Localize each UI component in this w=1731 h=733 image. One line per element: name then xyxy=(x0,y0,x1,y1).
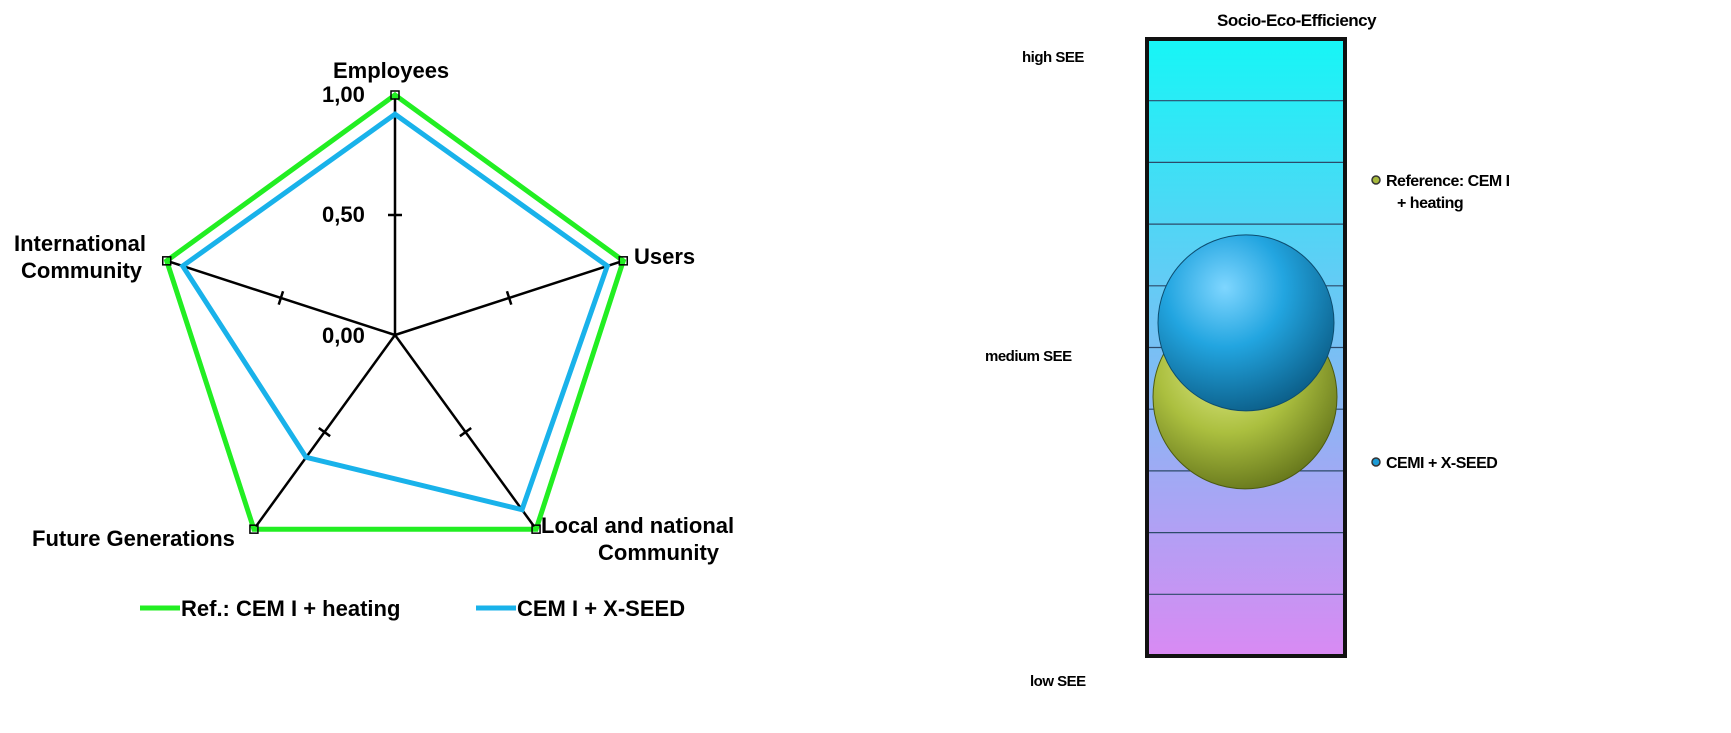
radar-series-0 xyxy=(163,91,627,532)
axis-label-users: Users xyxy=(634,244,695,269)
tick-label-0.5: 0,50 xyxy=(322,202,365,227)
see-title: Socio-Eco-Efficiency xyxy=(1217,11,1377,30)
bubble-xseed xyxy=(1157,234,1335,412)
axis-label-local-2: Community xyxy=(598,540,720,565)
tick-label-0: 0,00 xyxy=(322,323,365,348)
radar-vertex-marker-0 xyxy=(390,90,400,100)
radar-series-1 xyxy=(179,111,611,513)
radar-legend: Ref.: CEM I + heating CEM I + X-SEED xyxy=(140,596,685,621)
radar-axis-tick-3 xyxy=(318,426,331,438)
legend-marker-xseed xyxy=(1371,457,1381,467)
radar-axis-tick-2 xyxy=(459,426,472,438)
axis-label-intl-1: International xyxy=(14,231,146,256)
radar-vertex-marker-4 xyxy=(161,256,172,266)
radar-vertex-marker-3 xyxy=(249,524,259,534)
see-label-low: low SEE xyxy=(1030,673,1086,690)
radar-chart: 1,00 0,50 0,00 Employees Users Local and… xyxy=(14,58,734,621)
legend-label-ref: Ref.: CEM I + heating xyxy=(181,596,400,621)
see-bar-frame xyxy=(1145,37,1347,658)
tick-label-1: 1,00 xyxy=(322,82,365,107)
legend-marker-reference xyxy=(1371,175,1381,185)
legend-label-reference-1: Reference: CEM I xyxy=(1386,173,1510,190)
radar-vertex-marker-1 xyxy=(618,256,629,266)
radar-series xyxy=(161,90,629,534)
see-label-medium: medium SEE xyxy=(985,348,1072,365)
legend-label-xseed: CEM I + X-SEED xyxy=(517,596,685,621)
legend-label-reference-2: + heating xyxy=(1397,195,1463,212)
legend-label-xseed-bar: CEMI + X-SEED xyxy=(1386,455,1497,472)
axis-label-future: Future Generations xyxy=(32,526,235,551)
axis-label-local-1: Local and national xyxy=(541,513,734,538)
axis-label-intl-2: Community xyxy=(21,258,143,283)
see-chart: Socio-Eco-Efficiency high SEE medium SEE… xyxy=(985,11,1510,690)
radar-axis-tick-4 xyxy=(277,290,285,305)
radar-vertex-marker-2 xyxy=(531,524,541,534)
axis-label-employees: Employees xyxy=(333,58,449,83)
see-legend: Reference: CEM I + heating CEMI + X-SEED xyxy=(1371,173,1510,472)
radar-axis-tick-1 xyxy=(505,290,513,305)
radar-spokes xyxy=(166,95,624,530)
see-label-high: high SEE xyxy=(1022,49,1084,66)
